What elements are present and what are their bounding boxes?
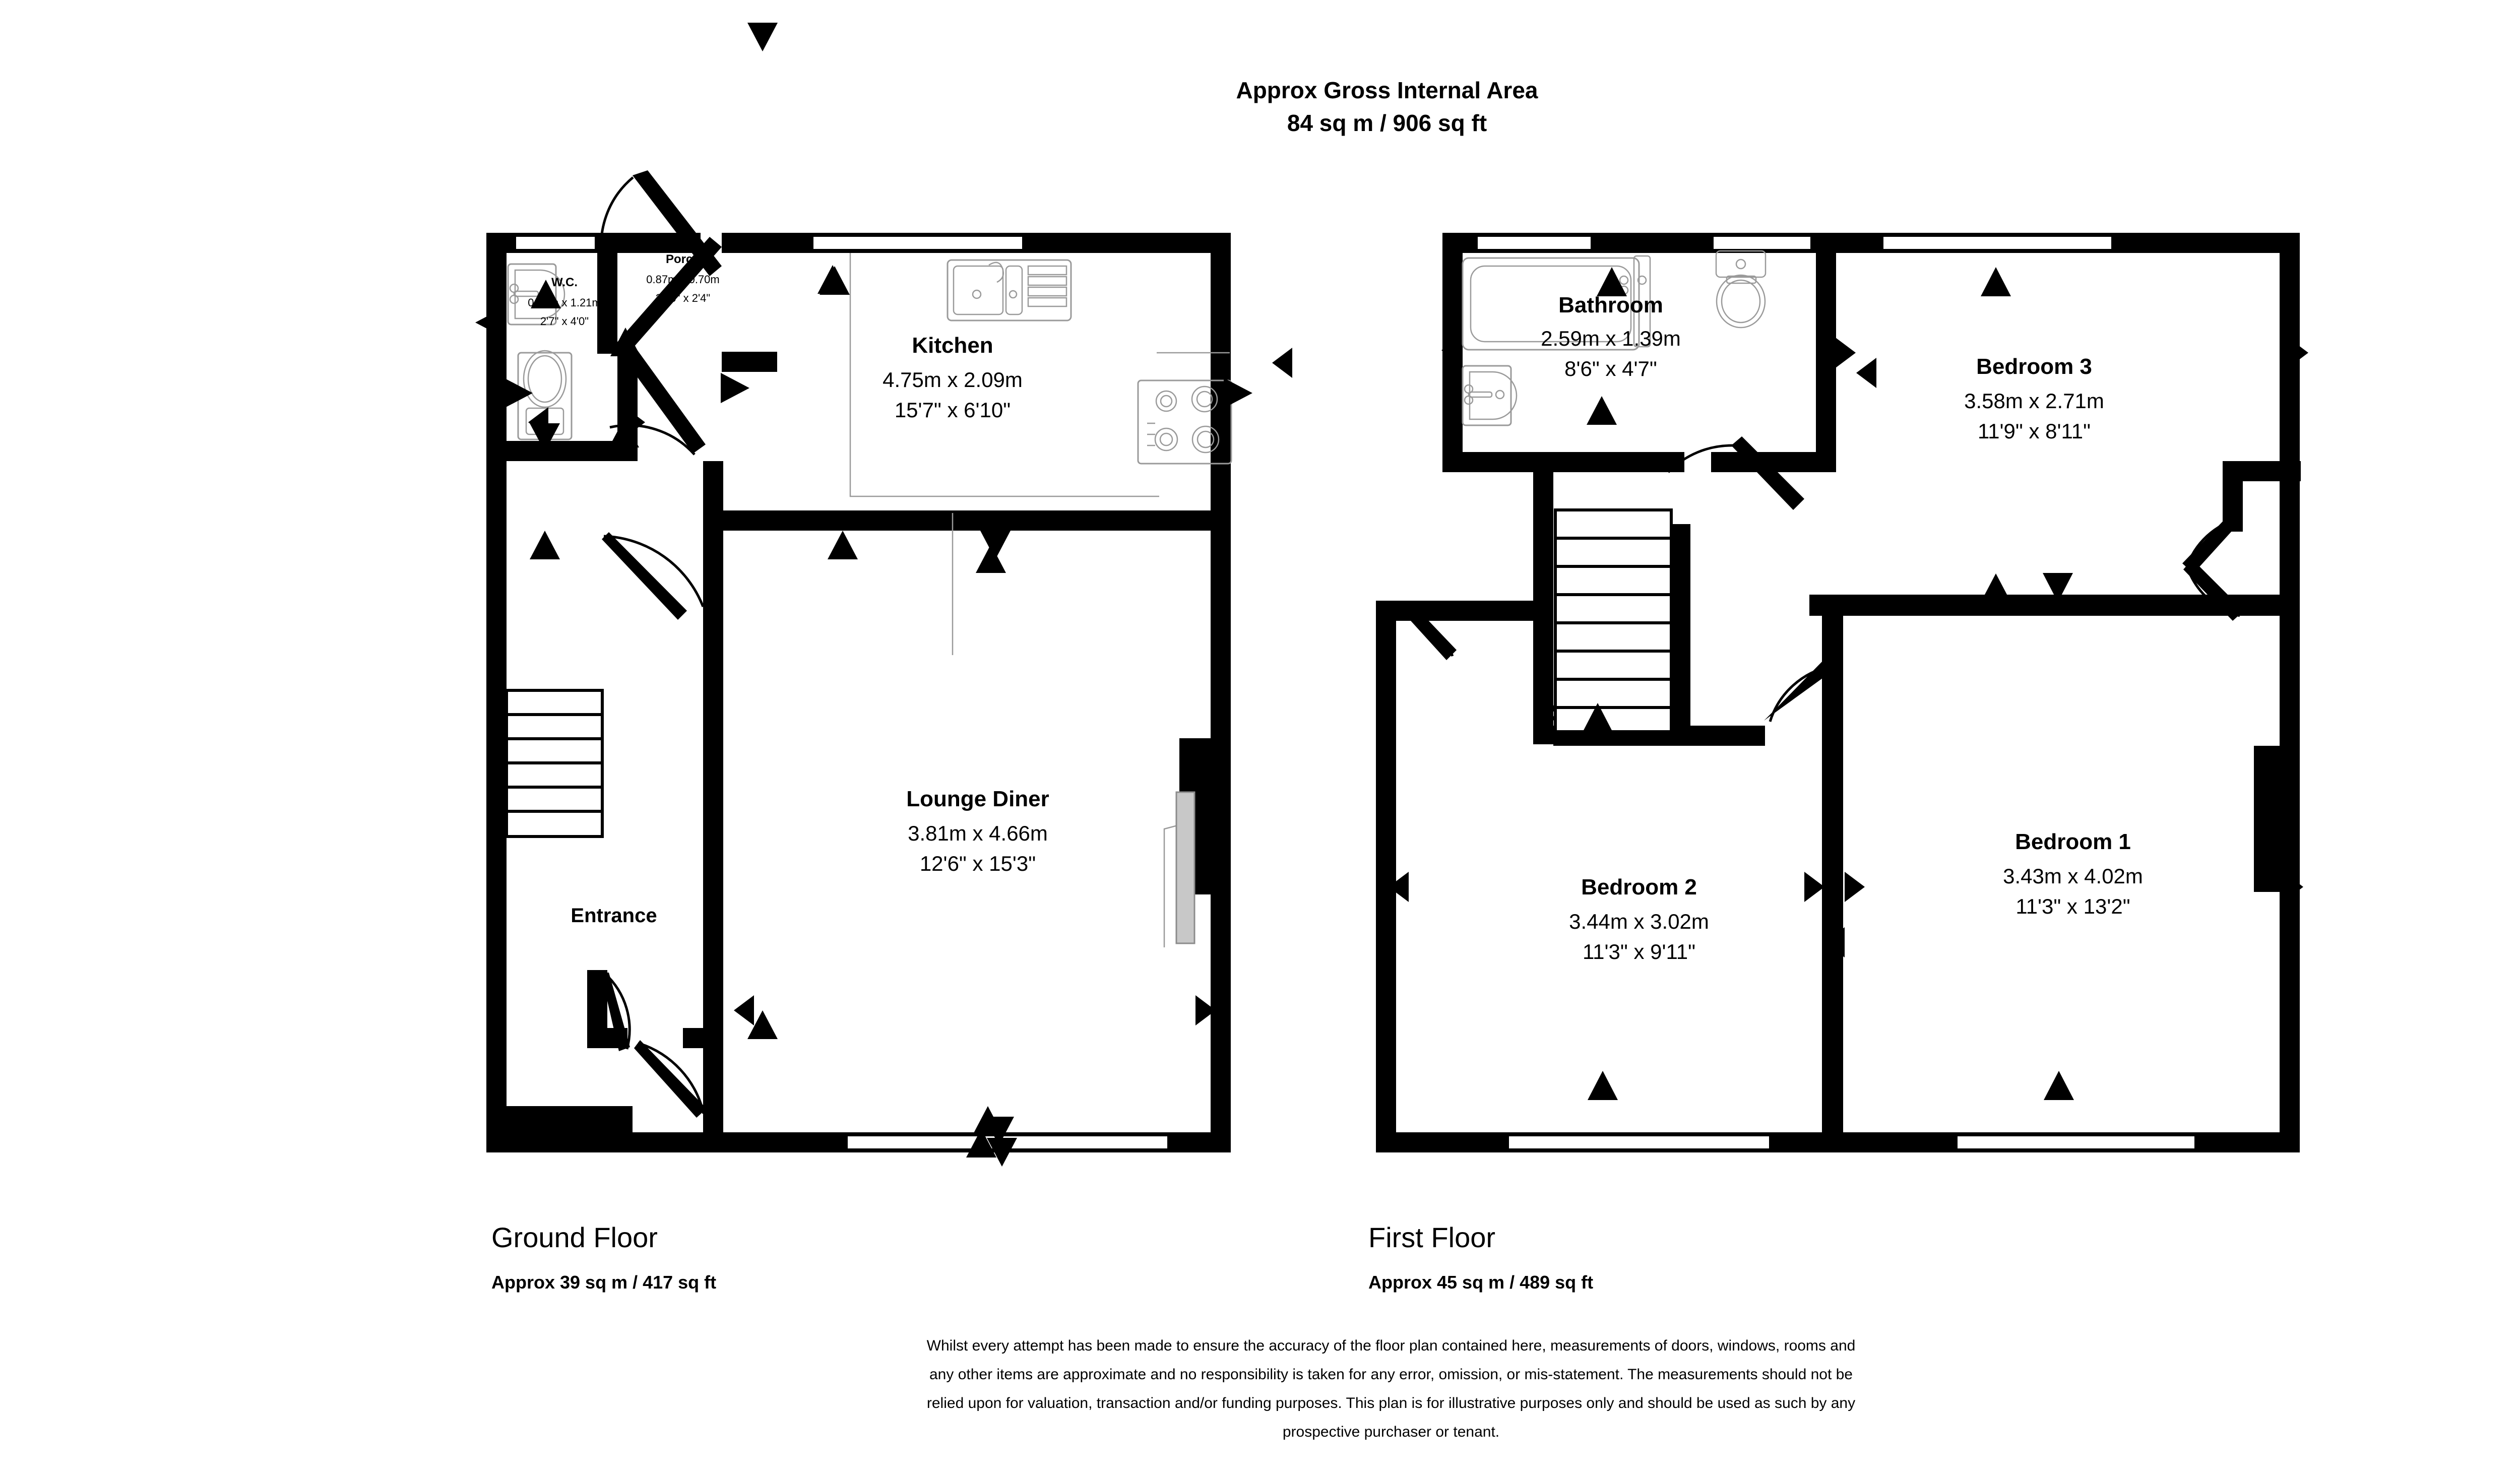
door-arc-bathroom xyxy=(1667,444,1733,473)
label-bedroom3: Bedroom 3 3.58m x 2.71m 11'9" x 8'11" xyxy=(1964,354,2104,443)
window-bedroom2 xyxy=(1507,1134,1771,1150)
counter-upper xyxy=(849,253,1159,497)
header-title: Approx Gross Internal Area 84 sq m / 906… xyxy=(1236,77,1538,136)
window-wc xyxy=(514,235,597,251)
door-leaf-hall-lounge xyxy=(602,532,687,620)
room-metric-lounge: 3.81m x 4.66m xyxy=(908,821,1048,845)
gross-area-line2: 84 sq m / 906 sq ft xyxy=(1287,110,1487,136)
floor-name-first: First Floor xyxy=(1368,1221,1495,1253)
room-metric-bedroom3: 3.58m x 2.71m xyxy=(1964,389,2104,413)
room-metric-wc: 0.79m x 1.21m xyxy=(528,296,601,309)
room-metric-bedroom1: 3.43m x 4.02m xyxy=(2003,864,2143,888)
hearth-slab xyxy=(1175,791,1195,944)
room-metric-kitchen: 4.75m x 2.09m xyxy=(883,368,1023,392)
room-metric-porch: 0.87m x 0.70m xyxy=(646,273,720,286)
fireplace-lounge xyxy=(1163,738,1211,947)
room-metric-bedroom2: 3.44m x 3.02m xyxy=(1569,910,1709,933)
stairs-first xyxy=(1554,508,1690,733)
label-porch: Porch 0.87m x 0.70m 2'10" x 2'4" xyxy=(646,252,720,304)
bathroom-fixtures xyxy=(1462,250,1767,426)
room-imperial-wc: 2'7" x 4'0" xyxy=(540,315,589,328)
first-floor-windows xyxy=(1476,235,2196,1150)
chimney-breast-bed1 xyxy=(2254,746,2283,892)
disclaimer-line-4: prospective purchaser or tenant. xyxy=(1283,1424,1499,1440)
first-floor-caption: First Floor Approx 45 sq m / 489 sq ft xyxy=(1368,1221,1593,1293)
door-arc-bedroom2-left xyxy=(1408,616,1454,657)
room-imperial-bedroom1: 11'3" x 13'2" xyxy=(2015,894,2130,918)
room-name-lounge: Lounge Diner xyxy=(906,787,1049,811)
ground-floor-plan xyxy=(475,23,1252,1167)
door-arc-hall-lounge xyxy=(603,535,705,607)
first-floor-dimension-arrows xyxy=(1272,267,2308,1100)
label-wc: W.C. 0.79m x 1.21m 2'7" x 4'0" xyxy=(528,276,601,328)
disclaimer-line-2: any other items are approximate and no r… xyxy=(929,1366,1853,1383)
room-imperial-bedroom2: 11'3" x 9'11" xyxy=(1583,940,1695,963)
sink-icon-bathroom xyxy=(1462,365,1518,426)
towel-rail-icon xyxy=(1633,255,1651,348)
door-arc-bedroom3-lower xyxy=(2186,567,2240,617)
room-name-kitchen: Kitchen xyxy=(912,333,993,358)
room-name-bedroom3: Bedroom 3 xyxy=(1976,354,2092,379)
room-imperial-lounge: 12'6" x 15'3" xyxy=(920,852,1036,875)
room-imperial-bedroom3: 11'9" x 8'11" xyxy=(1978,419,2091,443)
ground-floor-dimension-arrows xyxy=(475,23,1252,1167)
sink-icon-kitchen xyxy=(947,259,1072,321)
label-bedroom2: Bedroom 2 3.44m x 3.02m 11'3" x 9'11" xyxy=(1569,875,1709,963)
room-imperial-kitchen: 15'7" x 6'10" xyxy=(895,398,1011,422)
ground-floor-caption: Ground Floor Approx 39 sq m / 417 sq ft xyxy=(491,1221,716,1293)
hob-icon-kitchen xyxy=(1137,379,1232,465)
room-metric-bathroom: 2.59m x 1.39m xyxy=(1541,327,1681,350)
window-bedroom3 xyxy=(1881,235,2113,251)
label-lounge-diner: Lounge Diner 3.81m x 4.66m 12'6" x 15'3" xyxy=(906,787,1049,875)
floor-area-first: Approx 45 sq m / 489 sq ft xyxy=(1368,1272,1593,1293)
room-name-entrance: Entrance xyxy=(571,905,657,927)
first-floor-plan xyxy=(1272,233,2308,1152)
door-arc-porch-outer xyxy=(600,176,634,263)
gross-area-line1: Approx Gross Internal Area xyxy=(1236,77,1538,103)
window-landing xyxy=(1712,235,1812,251)
label-bedroom1: Bedroom 1 3.43m x 4.02m 11'3" x 13'2" xyxy=(2003,829,2143,918)
bath-icon xyxy=(1462,257,1640,351)
disclaimer: Whilst every attempt has been made to en… xyxy=(927,1337,1856,1440)
kitchen-fixtures xyxy=(849,253,1232,655)
room-name-bedroom1: Bedroom 1 xyxy=(2015,829,2131,854)
floor-area-ground: Approx 39 sq m / 417 sq ft xyxy=(491,1272,716,1293)
window-bedroom1 xyxy=(1956,1134,2196,1150)
label-bathroom: Bathroom 2.59m x 1.39m 8'6" x 4'7" xyxy=(1541,293,1681,380)
window-bathroom xyxy=(1476,235,1593,251)
door-leaf-hall-rear xyxy=(634,1040,707,1118)
door-arc-bedroom1 xyxy=(1769,665,1832,722)
label-kitchen: Kitchen 4.75m x 2.09m 15'7" x 6'10" xyxy=(883,333,1023,422)
fireplace-bedroom1 xyxy=(2254,746,2283,892)
room-name-wc: W.C. xyxy=(551,276,578,289)
disclaimer-line-3: relied upon for valuation, transaction a… xyxy=(927,1395,1855,1411)
window-kitchen-top xyxy=(811,235,1024,251)
room-imperial-bathroom: 8'6" x 4'7" xyxy=(1564,357,1657,380)
stairs-ground xyxy=(505,689,604,838)
room-name-bedroom2: Bedroom 2 xyxy=(1581,875,1697,899)
porch-angled-walls xyxy=(612,170,722,454)
toilet-icon-bathroom xyxy=(1715,250,1767,329)
door-arc-entrance xyxy=(604,973,631,1050)
disclaimer-line-1: Whilst every attempt has been made to en… xyxy=(927,1337,1856,1354)
floor-name-ground: Ground Floor xyxy=(491,1221,658,1253)
door-arc-hall-rear xyxy=(638,1042,705,1114)
room-imperial-porch: 2'10" x 2'4" xyxy=(656,292,710,304)
door-leaf-entrance xyxy=(601,973,630,1051)
room-name-porch: Porch xyxy=(666,252,700,266)
door-arc-bedroom3-upper xyxy=(2185,517,2241,569)
room-name-bathroom: Bathroom xyxy=(1558,293,1663,317)
